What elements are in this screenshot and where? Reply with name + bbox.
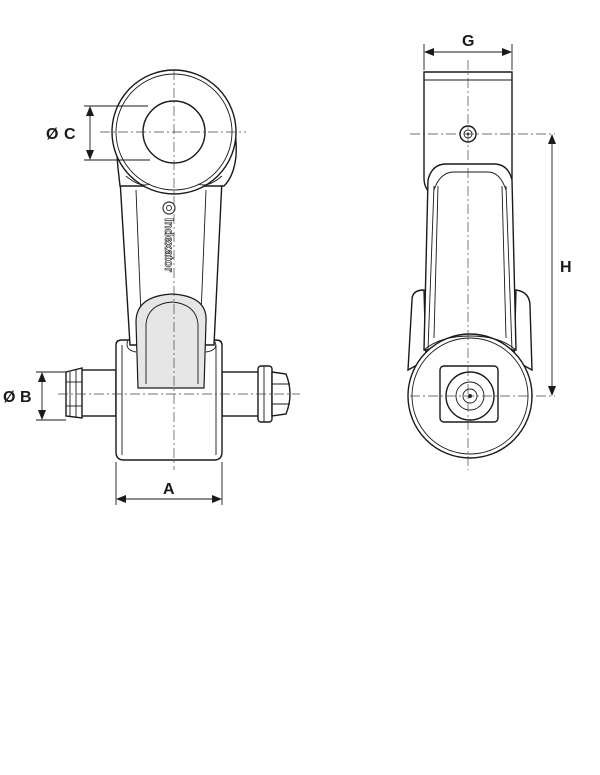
brand-logo: Indexator xyxy=(162,201,176,273)
left-shaft-end xyxy=(65,367,117,419)
dimension-h: H xyxy=(548,134,572,396)
front-view: Indexator Ø C Ø B xyxy=(3,69,300,505)
dimension-h-label: H xyxy=(560,259,572,276)
side-body xyxy=(423,163,517,351)
dimension-g-label: G xyxy=(462,33,474,50)
dimension-b: Ø B xyxy=(3,371,66,421)
brand-logo-text: Indexator xyxy=(162,218,176,272)
dimension-b-symbol: Ø xyxy=(3,389,15,406)
arm-socket xyxy=(135,293,207,389)
side-view: G H xyxy=(407,33,572,470)
dimension-a: A xyxy=(115,462,223,505)
dimension-c-label: C xyxy=(64,126,76,143)
dimension-c-symbol: Ø xyxy=(46,126,58,143)
dimension-b-label: B xyxy=(20,389,32,406)
dimension-c: Ø C xyxy=(46,105,150,161)
dimension-a-label: A xyxy=(163,481,175,498)
dimension-g: G xyxy=(423,33,513,70)
